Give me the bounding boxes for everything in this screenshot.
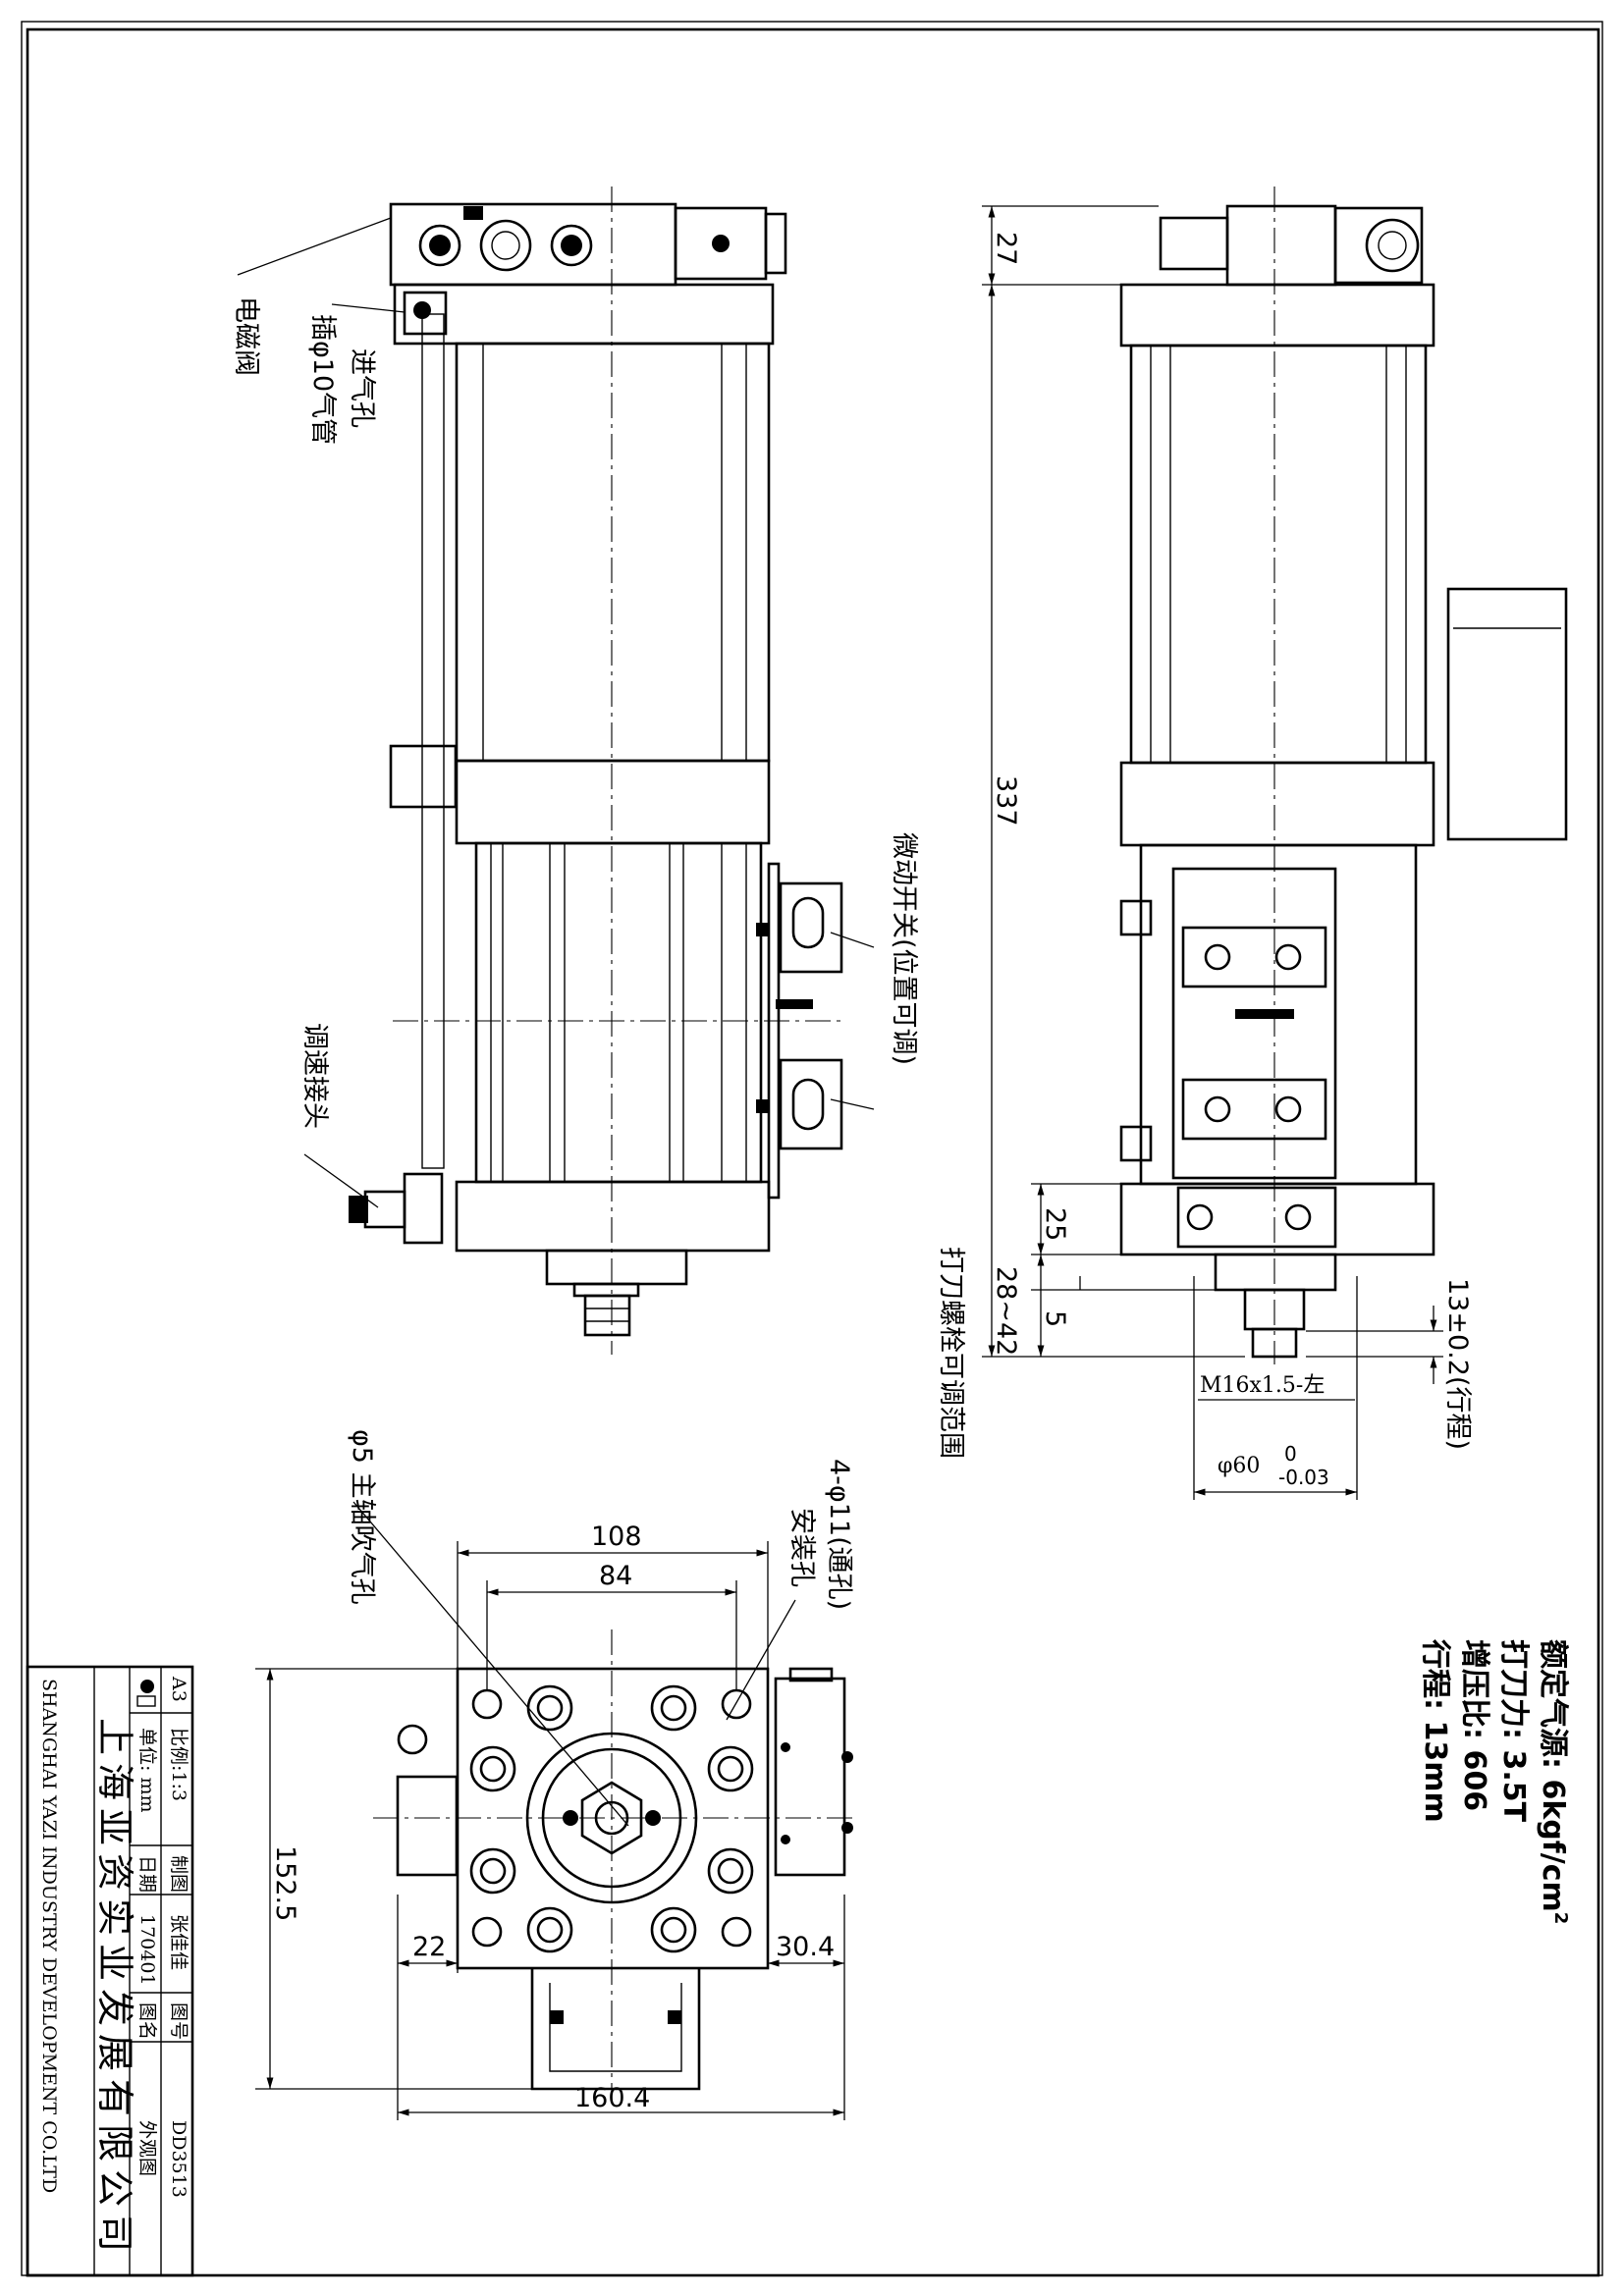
bottom-view-dimensions: [255, 1541, 845, 2120]
front-view: [1119, 187, 1568, 1364]
spec-ratio: 增压比: 606: [1457, 1639, 1491, 1811]
spec-force: 打刀力: 3.5T: [1496, 1639, 1531, 1823]
date: 170401: [136, 1914, 158, 1986]
inner-frame: [26, 27, 1600, 2277]
dim-160-4: 160.4: [574, 2083, 650, 2113]
dim-108: 108: [591, 1522, 642, 1552]
spec-stroke: 行程: 13mm: [1418, 1638, 1452, 1823]
scale: 比例:1:3: [168, 1728, 189, 1801]
speed-connector-leader: [303, 1153, 379, 1208]
svg-text:-0.03: -0.03: [1278, 1466, 1329, 1489]
dim-bottom-25: 25: [1040, 1207, 1070, 1241]
svg-text:0: 0: [1284, 1442, 1297, 1466]
dim-range-28-42: 28~42: [991, 1266, 1021, 1356]
solenoid-valve-label: 电磁阀: [231, 296, 261, 376]
air-inlet-spec-label: 插φ10气管: [307, 314, 338, 445]
date-label: 日期: [136, 1855, 158, 1893]
dim-30-4: 30.4: [776, 1932, 835, 1962]
blow-hole-label: φ5 主轴吹气孔: [347, 1429, 377, 1605]
micro-switch-leader-a: [830, 932, 875, 948]
micro-switch-leader-b: [830, 1098, 875, 1110]
unit: 单位: mm: [136, 1728, 158, 1812]
dim-thread: M16x1.5-左: [1200, 1373, 1325, 1398]
dim-stroke: 13±0.2(行程): [1442, 1278, 1473, 1450]
dim-bottom-5: 5: [1040, 1310, 1070, 1327]
spec-air-source: 额定气源: 6kgf/cm2: [1536, 1639, 1571, 1924]
drawing-name: 外观图: [136, 2120, 158, 2176]
bottom-view: [352, 1501, 854, 2101]
company-name-cn: 上海亚资实业发展有限公司: [93, 1718, 136, 2260]
dim-length-337: 337: [991, 775, 1021, 827]
front-view-dimensions: [982, 205, 1443, 1500]
solenoid-leader: [237, 217, 392, 276]
mount-holes-desc: 安装孔: [786, 1508, 817, 1587]
title-block: [26, 1665, 194, 2277]
drawing-no-label: 图号: [168, 2002, 189, 2040]
drawn-by: 张佳佳: [168, 1914, 189, 1970]
company-name-en: SHANGHAI YAZI INDUSTRY DEVELOPMENT CO.LT…: [38, 1679, 60, 2193]
logo-mark: [136, 1680, 156, 1707]
air-inlet-leader: [331, 303, 406, 313]
dim-top-27: 27: [991, 232, 1021, 265]
svg-text:φ60: φ60: [1218, 1454, 1260, 1478]
specifications: 额定气源: 6kgf/cm2 打刀力: 3.5T 增压比: 606 行程: 13…: [1418, 1638, 1571, 1924]
drawing-no: DD3513: [168, 2120, 189, 2198]
name-label: 图名: [136, 2002, 158, 2040]
dim-22: 22: [412, 1932, 446, 1962]
range-label: 打刀螺栓可调范围: [936, 1247, 966, 1459]
speed-connector-label: 调速接头: [299, 1023, 330, 1129]
dim-shaft-diameter: φ60 0 -0.03: [1218, 1442, 1329, 1489]
dim-152-5: 152.5: [270, 1845, 300, 1921]
air-inlet-label: 进气孔: [347, 348, 377, 428]
paper-size: A3: [168, 1676, 189, 1702]
mount-holes-label: 4-φ11(通孔): [824, 1459, 854, 1610]
drawn-by-label: 制图: [168, 1855, 189, 1893]
dim-84: 84: [599, 1561, 632, 1591]
micro-switch-label: 微动开关(位置可调): [889, 832, 919, 1065]
side-view: [349, 187, 844, 1355]
